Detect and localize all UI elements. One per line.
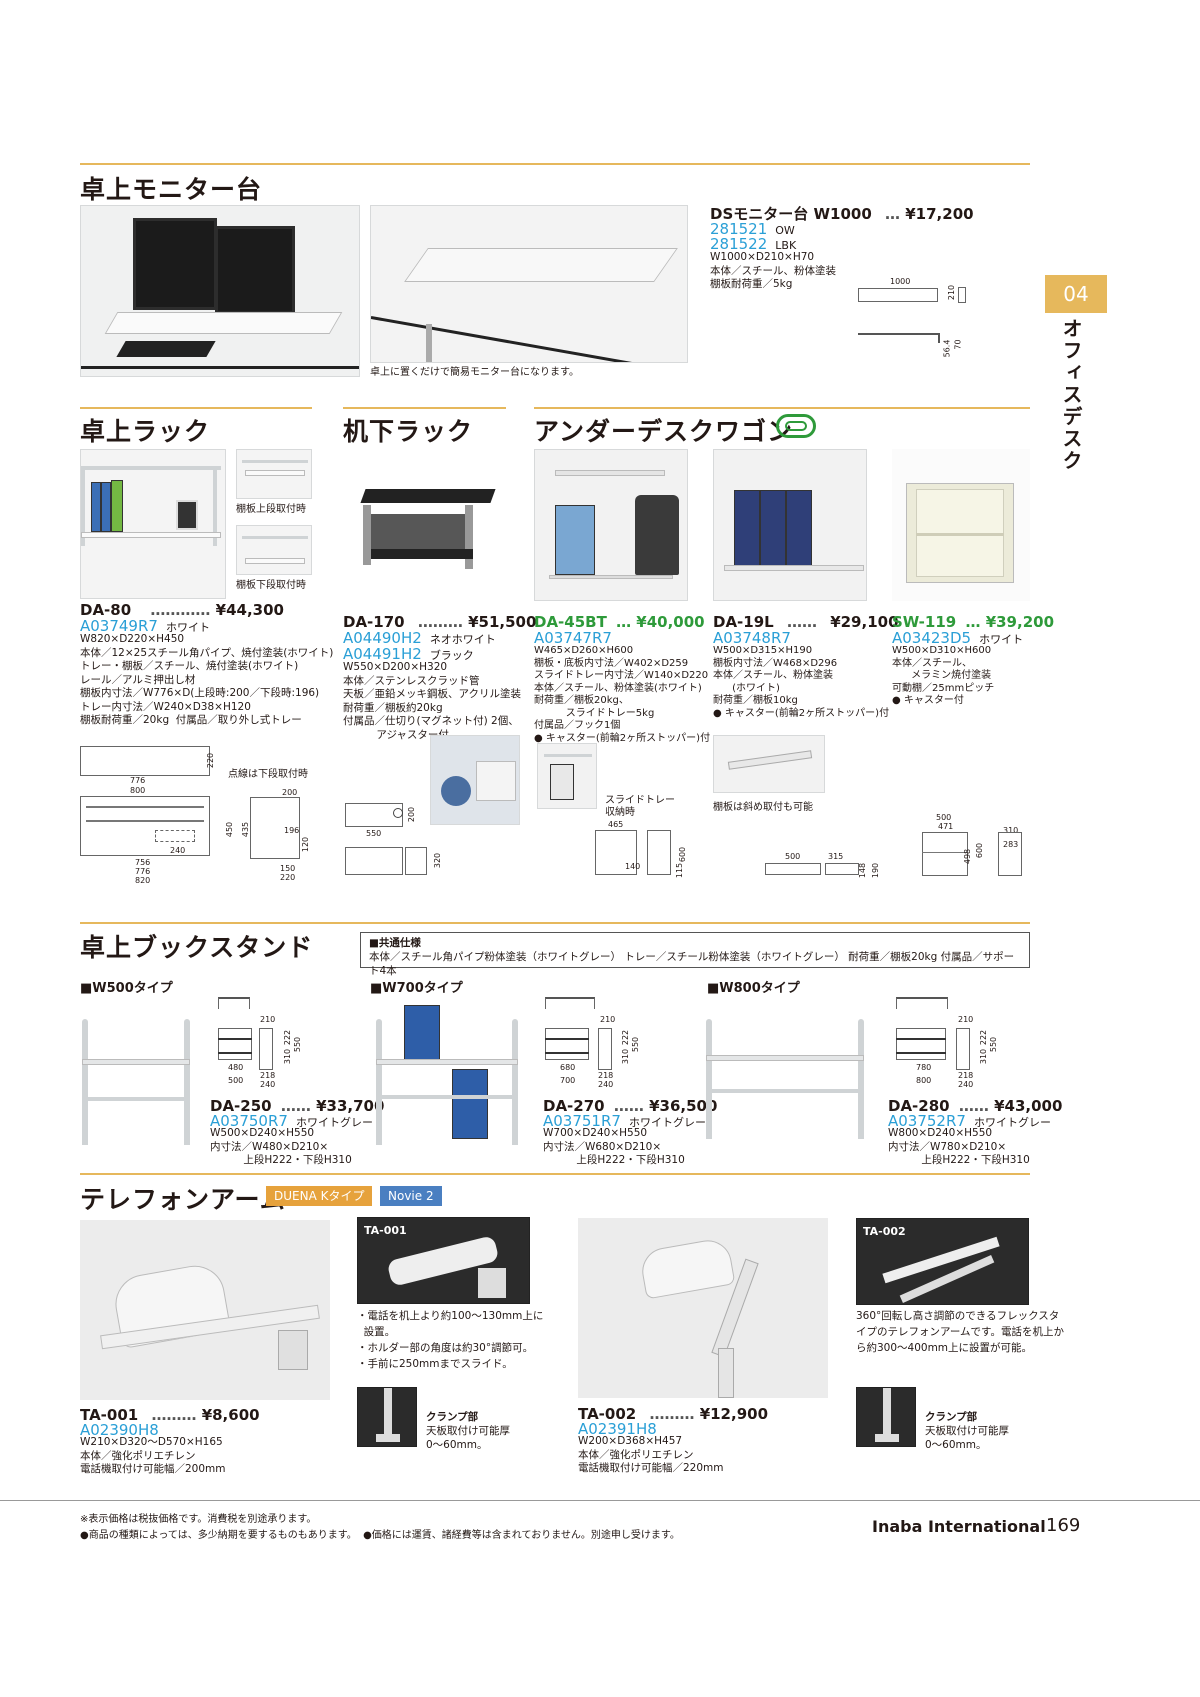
monitor-stand-caption: 卓上に置くだけで簡易モニター台になります。 bbox=[370, 367, 579, 378]
type-header: ■W500タイプ bbox=[80, 981, 173, 996]
product-spec: W200×D368×H457 本体／強化ポリエチレン 電話機取付け可能幅／220… bbox=[578, 1435, 724, 1474]
product-name: DA-280 …… ¥43,000 bbox=[888, 1097, 1063, 1115]
common-spec-header: ■共通仕様 bbox=[369, 937, 421, 949]
ta002-detail-photo: TA-002 bbox=[856, 1218, 1029, 1305]
section-tab-label: オフィスデスク bbox=[1059, 318, 1083, 472]
type-header: ■W700タイプ bbox=[370, 981, 463, 996]
product-code: A02391H8 bbox=[578, 1420, 657, 1438]
product-name: DA-19L …… ¥29,100 bbox=[713, 613, 899, 631]
rack-upper-thumb bbox=[236, 449, 312, 499]
product-name: DA-45BT … ¥40,000 bbox=[534, 613, 705, 631]
clamp-photo bbox=[357, 1387, 417, 1447]
section-divider bbox=[80, 922, 1030, 924]
clamp-title: クランプ部 bbox=[925, 1411, 978, 1423]
desk-rack-photo bbox=[80, 449, 226, 599]
clamp-text: 天板取付け可能厚 0〜60mm。 bbox=[925, 1425, 1009, 1451]
footer-note-1: ※表示価格は税抜価格です。消費税を別途承ります。 bbox=[80, 1514, 317, 1525]
ta001-detail-photo: TA-001 bbox=[357, 1217, 530, 1304]
product-spec: W800×D240×H550 内寸法／W780×D210× 上段H222・下段H… bbox=[888, 1127, 1030, 1166]
wagon-tilted-shelf-photo bbox=[713, 735, 825, 793]
product-name: DA-170 ……… ¥51,500 bbox=[343, 613, 537, 631]
product-name: DSモニター台 W1000 … ¥17,200 bbox=[710, 205, 974, 223]
monitor-stand-photo bbox=[80, 205, 360, 377]
section-title-under-rack: 机下ラック bbox=[343, 417, 474, 446]
clamp-photo bbox=[856, 1387, 916, 1447]
monitor-stand-empty-photo bbox=[370, 205, 688, 363]
wagon-sw119-photo bbox=[892, 449, 1030, 601]
section-title-wagon: アンダーデスクワゴン bbox=[534, 417, 794, 446]
series-badge-duena: DUENA Kタイプ bbox=[266, 1186, 373, 1206]
section-title-phone-arm: テレフォンアーム bbox=[80, 1185, 286, 1214]
under-rack-photo bbox=[343, 449, 501, 599]
thumb-caption: 棚板下段取付時 bbox=[236, 580, 306, 591]
ta001-photo bbox=[80, 1220, 330, 1400]
product-spec: W550×D200×H320 本体／ステンレスクラッド管 天板／亜鉛メッキ鋼板、… bbox=[343, 661, 521, 741]
product-spec: W500×D315×H190 棚板内寸法／W468×D296 本体／スチール、粉… bbox=[713, 645, 890, 719]
sub-caption: スライドトレー 収納時 bbox=[605, 795, 675, 818]
product-name: DA-270 …… ¥36,500 bbox=[543, 1097, 718, 1115]
ta001-notes: ・電話を机上より約100〜130mm上に 設置。 ・ホルダー部の角度は約30°調… bbox=[357, 1310, 544, 1370]
rack-lower-thumb bbox=[236, 525, 312, 575]
common-spec-box: ■共通仕様 本体／スチール角パイプ粉体塗装（ホワイトグレー） トレー／スチール粉… bbox=[360, 932, 1030, 977]
page-number: 169 bbox=[1046, 1515, 1081, 1536]
wagon-da19l-photo bbox=[713, 449, 867, 601]
product-name: DA-250 …… ¥33,700 bbox=[210, 1097, 385, 1115]
product-code: A03748R7 bbox=[713, 629, 791, 647]
wagon-tray-stored-photo bbox=[537, 743, 597, 809]
product-spec: W210×D320〜D570×H165 本体／強化ポリエチレン 電話機取付け可能… bbox=[80, 1436, 226, 1475]
product-spec: W500×D240×H550 内寸法／W480×D210× 上段H222・下段H… bbox=[210, 1127, 352, 1166]
clamp-text: 天板取付け可能厚 0〜60mm。 bbox=[426, 1425, 510, 1451]
product-code: A02390H8 bbox=[80, 1421, 159, 1439]
section-title-desk-rack: 卓上ラック bbox=[80, 417, 211, 446]
product-spec: W465×D260×H600 棚板・底板内寸法／W402×D259 スライドトレ… bbox=[534, 645, 711, 744]
brand-name: Inaba International bbox=[872, 1517, 1046, 1536]
clamp-title: クランプ部 bbox=[426, 1411, 479, 1423]
ta002-photo bbox=[578, 1218, 828, 1398]
section-divider bbox=[80, 163, 1030, 165]
product-spec: W700×D240×H550 内寸法／W680×D210× 上段H222・下段H… bbox=[543, 1127, 685, 1166]
footer-note-2: ●商品の種類によっては、多少納期を要するものもあります。 ●価格には運賃、諸経費… bbox=[80, 1530, 680, 1541]
section-divider bbox=[343, 407, 506, 409]
section-divider bbox=[80, 407, 312, 409]
product-name: DA-80 ………… ¥44,300 bbox=[80, 601, 284, 619]
section-title-book-stand: 卓上ブックスタンド bbox=[80, 933, 314, 962]
section-divider bbox=[80, 1173, 1030, 1175]
book-stand-w800-photo bbox=[704, 1015, 869, 1145]
detail-tag: TA-002 bbox=[863, 1225, 906, 1238]
product-spec: W820×D220×H450 本体／12×25スチール角パイプ、焼付塗装(ホワイ… bbox=[80, 633, 334, 726]
product-name: TA-002 ……… ¥12,900 bbox=[578, 1405, 769, 1423]
series-badge-novie: Novie 2 bbox=[380, 1186, 442, 1206]
product-name: SW-119 … ¥39,200 bbox=[892, 613, 1055, 631]
product-spec: W500×D310×H600 本体／スチール、 メラミン焼付塗装 可動棚／25m… bbox=[892, 645, 995, 706]
under-rack-usage-photo bbox=[430, 735, 520, 825]
sub-caption: 棚板は斜め取付も可能 bbox=[713, 802, 813, 813]
section-divider bbox=[534, 407, 1030, 409]
detail-tag: TA-001 bbox=[364, 1224, 407, 1237]
ta002-notes: 360°回転し高さ調節のできるフレックスタ イプのテレフォンアームです。電話を机… bbox=[856, 1310, 1065, 1354]
type-header: ■W800タイプ bbox=[707, 981, 800, 996]
product-spec: W1000×D210×H70 本体／スチール、粉体塗装 棚板耐荷重／5kg bbox=[710, 251, 836, 290]
product-name: TA-001 ……… ¥8,600 bbox=[80, 1406, 260, 1424]
section-tab-number: 04 bbox=[1045, 275, 1107, 313]
thumb-caption: 棚板上段取付時 bbox=[236, 504, 306, 515]
section-title-monitor-stand: 卓上モニター台 bbox=[80, 175, 263, 204]
green-mark-icon bbox=[776, 414, 816, 438]
common-spec-text: 本体／スチール角パイプ粉体塗装（ホワイトグレー） トレー／スチール粉体塗装（ホワ… bbox=[369, 951, 1015, 977]
book-stand-w500-photo bbox=[80, 1015, 195, 1145]
book-stand-w700-photo bbox=[374, 1005, 524, 1145]
wagon-da45bt-photo bbox=[534, 449, 688, 601]
product-code: A03747R7 bbox=[534, 629, 612, 647]
footer-divider bbox=[0, 1500, 1200, 1501]
